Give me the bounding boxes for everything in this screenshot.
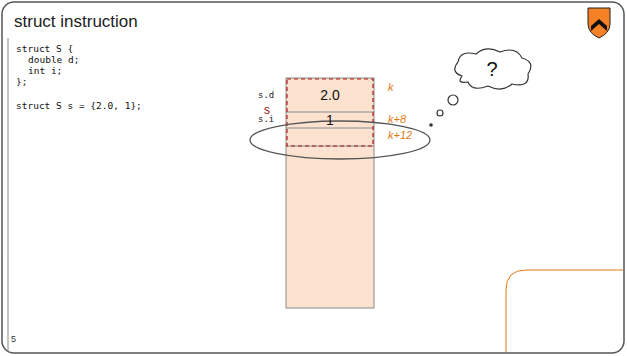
thought-bubble (437, 110, 443, 116)
memory-cell: 2.0 (286, 78, 374, 112)
corner-panel (506, 270, 623, 352)
field-name: s.d (258, 90, 274, 100)
thought-bubble (429, 123, 433, 127)
field-name: s.i (258, 114, 274, 124)
code-line: struct S { (16, 44, 73, 55)
code-line: double d; (28, 55, 79, 66)
padding-highlight (250, 121, 430, 159)
node-text: ? (486, 58, 497, 81)
address-label: k+8 (388, 113, 406, 126)
university-shield (588, 8, 610, 38)
memory-cell: 1 (286, 112, 374, 128)
memory-column (286, 78, 374, 308)
slide-frame (2, 2, 624, 353)
margin-line (8, 38, 9, 352)
slide-number: 5 (11, 334, 16, 344)
code-line: int i; (28, 66, 62, 77)
slide-title: struct instruction (14, 12, 138, 32)
thought-bubble (448, 95, 458, 105)
code-line: struct S s = {2.0, 1}; (16, 101, 142, 112)
node-text: 1 (326, 112, 334, 128)
address-label: k+12 (388, 129, 412, 142)
node-text: 2.0 (320, 87, 339, 103)
address-label: k (388, 81, 394, 94)
thought-cloud: ? (448, 46, 536, 92)
code-line: }; (16, 77, 27, 88)
cloud-path (455, 49, 531, 89)
struct-outline (287, 79, 373, 146)
